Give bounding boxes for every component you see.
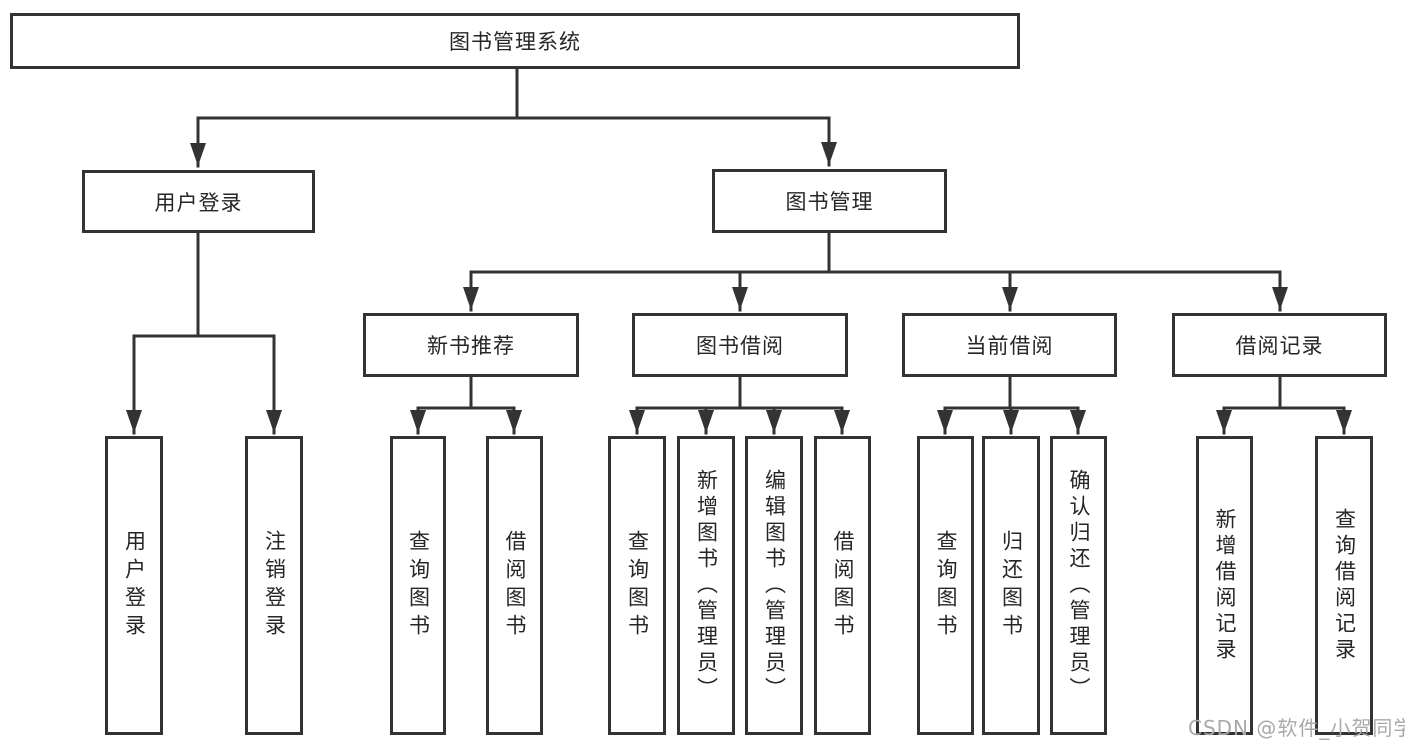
leaf-query-book-current: 查询图书 — [917, 436, 974, 735]
connector-root-split — [190, 66, 837, 168]
leaf-query-book-recommend: 查询图书 — [390, 436, 446, 735]
node-current-borrow: 当前借阅 — [902, 313, 1117, 377]
leaf-user-login: 用户登录 — [105, 436, 163, 735]
node-root-library-system: 图书管理系统 — [10, 13, 1020, 69]
leaf-add-book-admin: 新增图书（管理员） — [677, 436, 735, 735]
node-user-login-branch: 用户登录 — [82, 170, 315, 233]
leaf-confirm-return-admin: 确认归还（管理员） — [1050, 436, 1107, 735]
leaf-logout: 注销登录 — [245, 436, 303, 735]
leaf-query-borrow-record: 查询借阅记录 — [1315, 436, 1373, 735]
connector-new-book-split — [410, 375, 522, 435]
node-book-management-branch: 图书管理 — [712, 169, 947, 233]
leaf-edit-book-admin: 编辑图书（管理员） — [745, 436, 803, 735]
connector-book-mgmt-split — [463, 231, 1288, 312]
node-borrow-record: 借阅记录 — [1172, 313, 1387, 377]
connector-book-borrow-split — [629, 375, 850, 435]
connector-current-borrow-split — [937, 375, 1086, 435]
leaf-return-book: 归还图书 — [982, 436, 1040, 735]
node-book-borrow: 图书借阅 — [632, 313, 848, 377]
leaf-borrow-book-recommend: 借阅图书 — [486, 436, 543, 735]
leaf-add-borrow-record: 新增借阅记录 — [1196, 436, 1253, 735]
connector-borrow-record-split — [1216, 375, 1352, 435]
node-new-book-recommend: 新书推荐 — [363, 313, 579, 377]
csdn-watermark: CSDN @软件_小贺同学 — [1188, 716, 1405, 740]
leaf-query-book-borrow: 查询图书 — [608, 436, 666, 735]
leaf-borrow-book: 借阅图书 — [814, 436, 871, 735]
connector-user-login-split — [126, 231, 282, 435]
